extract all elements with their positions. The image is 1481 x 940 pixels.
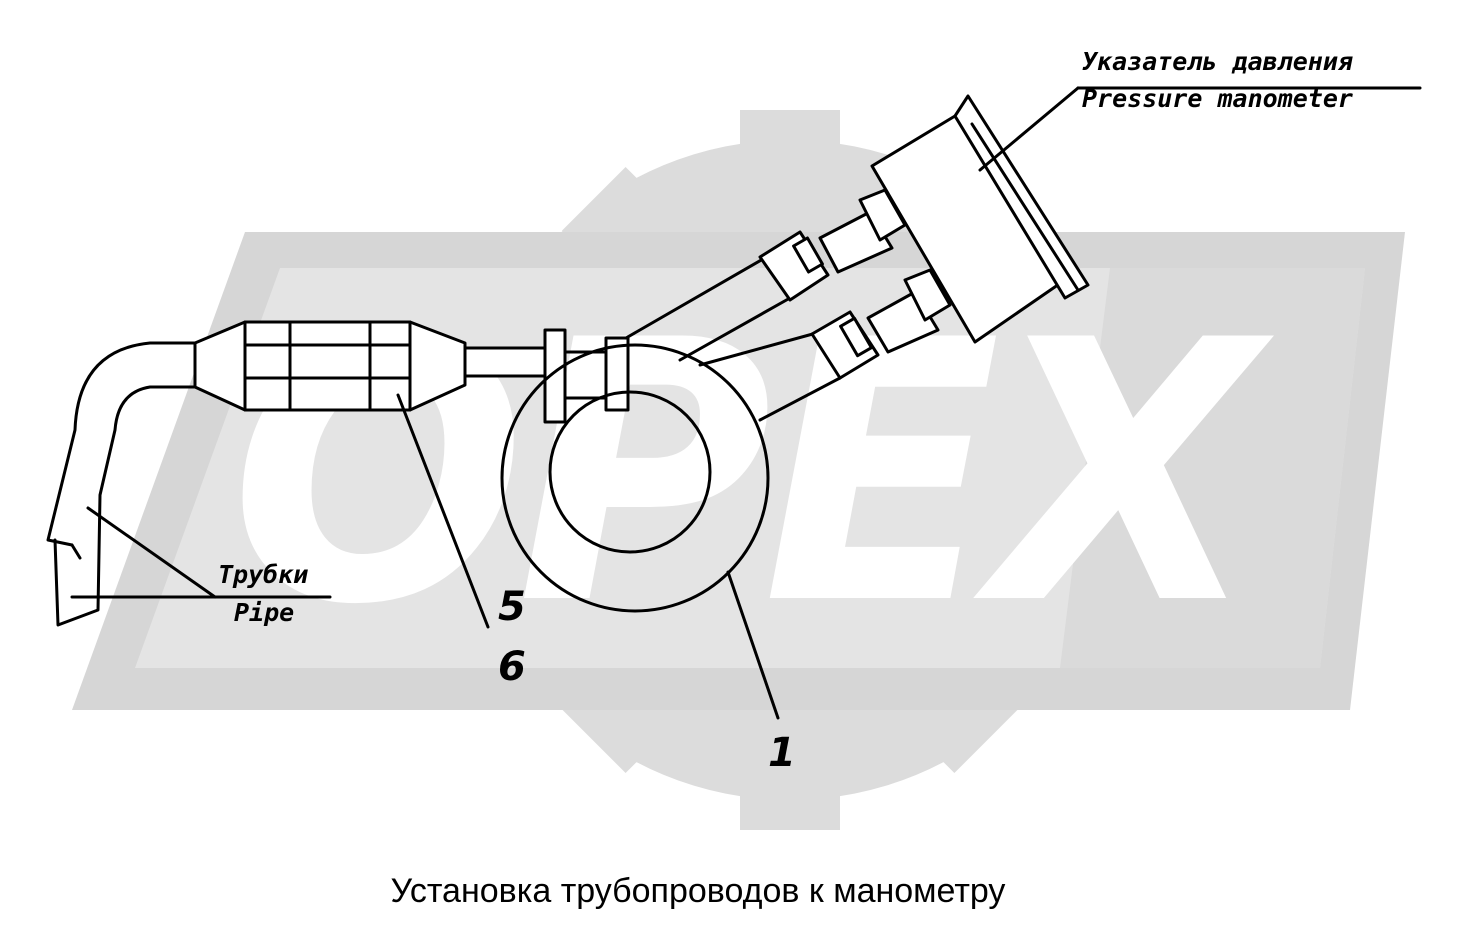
assembly-drawing (46, 86, 1422, 720)
callout-1: 1 (768, 730, 796, 776)
watermark-logo: OPEX (72, 110, 1405, 830)
pressure-manometer (870, 94, 1090, 344)
leader-5-6 (396, 393, 490, 629)
flange-left (543, 328, 567, 424)
upper-pipe (624, 188, 907, 362)
label-pipe-en: Pipe (234, 598, 294, 627)
callout-6: 6 (498, 644, 526, 690)
ring-part-1 (500, 343, 770, 613)
figure-caption: Установка трубопроводов к манометру (390, 872, 1006, 910)
label-manometer-en: Pressure manometer (1082, 84, 1353, 113)
leader-pipe-diag (86, 506, 217, 599)
lower-pipe (698, 268, 952, 422)
filter-connector (193, 320, 547, 412)
leader-manometer-diag (978, 86, 1080, 172)
callout-5: 5 (498, 584, 526, 630)
label-pipe-ru: Трубки (218, 560, 308, 589)
label-manometer-ru: Указатель давления (1082, 47, 1353, 76)
leader-1 (726, 570, 780, 720)
